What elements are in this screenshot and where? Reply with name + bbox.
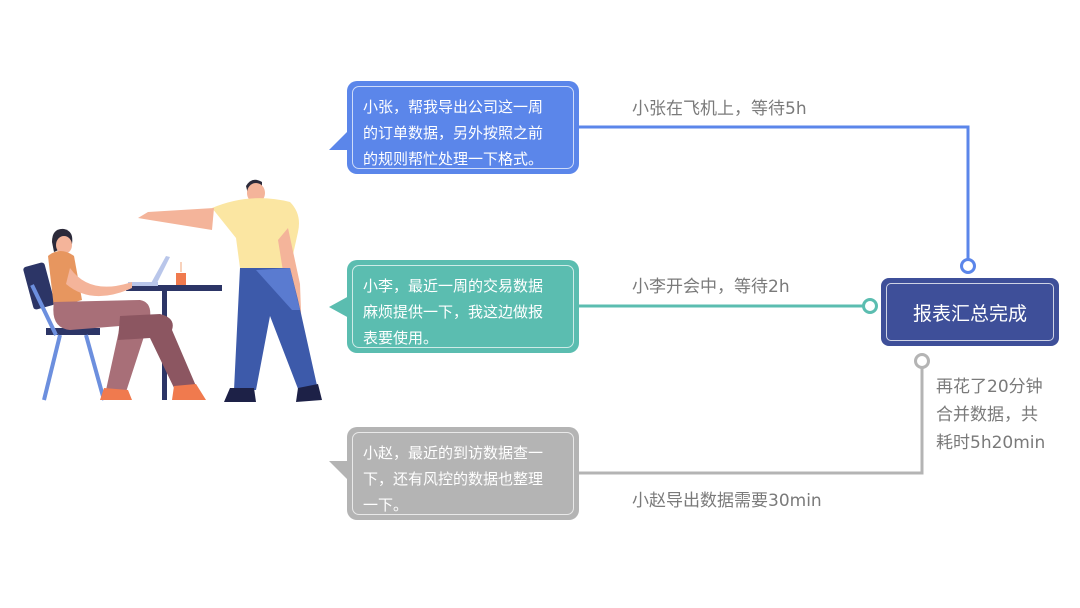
chair-seat — [46, 328, 100, 335]
connector-3 — [579, 368, 924, 475]
man-shoe — [224, 388, 256, 402]
bubble-2-tail — [329, 296, 349, 318]
woman-arm — [66, 268, 132, 297]
laptop-icon — [150, 256, 170, 285]
woman-shoe — [100, 388, 132, 400]
man-arm — [138, 208, 214, 230]
chair-back — [23, 262, 55, 310]
bubble-3-line-2: 下，还有风控的数据也整理 — [363, 470, 544, 488]
status-label-li: 小李开会中，等待2h — [632, 277, 790, 297]
status-label-zhao: 小赵导出数据需要30min — [632, 491, 822, 511]
bubble-2-line-2: 麻烦提供一下，我这边做报 — [363, 303, 544, 321]
table-top — [126, 285, 222, 291]
bubble-2-line-3: 表要使用。 — [363, 329, 439, 347]
status-label-zhang: 小张在飞机上，等待5h — [632, 99, 807, 119]
connector-2-node — [862, 298, 878, 314]
office-illustration — [23, 179, 322, 402]
bubble-1-line-1: 小张，帮我导出公司这一周 — [363, 98, 544, 116]
note-line-3: 耗时5h20min — [936, 433, 1046, 453]
bubble-1-line-2: 的订单数据，另外按照之前 — [363, 124, 544, 142]
bubble-3-tail — [329, 461, 351, 483]
request-bubble-zhang: 小张，帮我导出公司这一周 的订单数据，另外按照之前 的规则帮忙处理一下格式。 — [347, 81, 579, 174]
request-bubble-li: 小李，最近一周的交易数据 麻烦提供一下，我这边做报 表要使用。 — [347, 260, 579, 353]
bubble-1-tail — [329, 128, 351, 150]
bubble-3-line-3: 一下。 — [363, 496, 409, 514]
total-time-note: 再花了20分钟 合并数据，共 耗时5h20min — [936, 373, 1045, 457]
bubble-2-line-1: 小李，最近一周的交易数据 — [363, 277, 544, 295]
bubble-1-line-3: 的规则帮忙处理一下格式。 — [363, 150, 544, 168]
bubble-3-line-1: 小赵，最近的到访数据查一 — [363, 444, 544, 462]
result-label: 报表汇总完成 — [886, 283, 1054, 341]
connector-1-node — [960, 258, 976, 274]
request-bubble-zhao: 小赵，最近的到访数据查一 下，还有风控的数据也整理 一下。 — [347, 427, 579, 520]
woman-legs — [53, 300, 151, 392]
cup-icon — [176, 273, 186, 285]
note-line-2: 合并数据，共 — [936, 405, 1038, 425]
note-line-1: 再花了20分钟 — [936, 377, 1043, 397]
result-box: 报表汇总完成 — [881, 278, 1059, 346]
connectors — [579, 125, 976, 475]
connector-3-node — [914, 353, 930, 369]
woman-body — [48, 251, 82, 308]
man-shirt — [212, 198, 299, 268]
connector-1 — [579, 125, 970, 259]
